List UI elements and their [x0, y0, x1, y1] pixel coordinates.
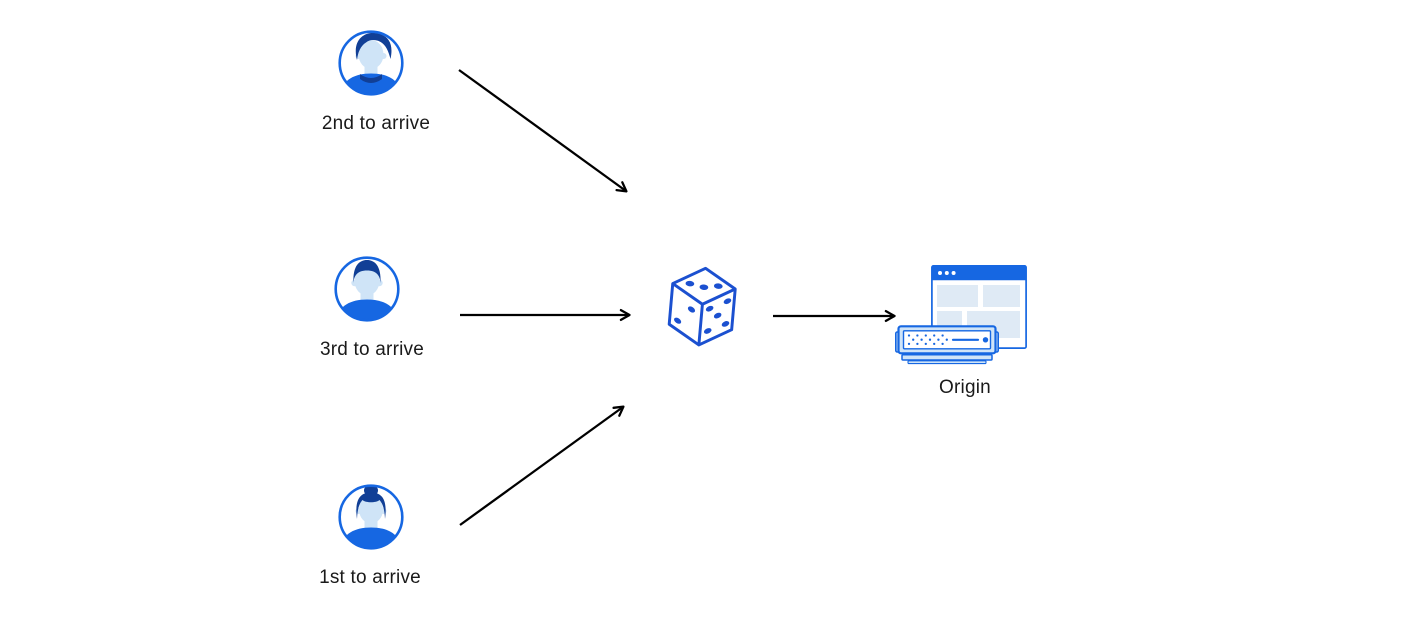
node-random-selector — [664, 263, 740, 360]
node-visitor-third: 3rd to arrive — [320, 255, 424, 360]
node-label-visitor-first: 1st to arrive — [319, 567, 421, 588]
user-female-avatar-icon — [338, 484, 404, 550]
node-label-visitor-third: 3rd to arrive — [320, 339, 424, 360]
user-male-avatar-icon — [338, 30, 404, 96]
server-icon — [895, 325, 999, 365]
node-visitor-second: 2nd to arrive — [322, 29, 430, 134]
node-visitor-first: 1st to arrive — [319, 483, 421, 588]
node-label-origin: Origin — [939, 377, 991, 398]
node-label-visitor-second: 2nd to arrive — [321, 113, 431, 134]
dice-icon — [667, 266, 737, 347]
edge-first-to-dice — [459, 405, 625, 526]
edge-second-to-dice — [458, 69, 628, 193]
node-origin: Origin — [895, 265, 1035, 400]
user-male-avatar-icon — [334, 256, 400, 322]
server-vent-dots — [907, 334, 948, 346]
